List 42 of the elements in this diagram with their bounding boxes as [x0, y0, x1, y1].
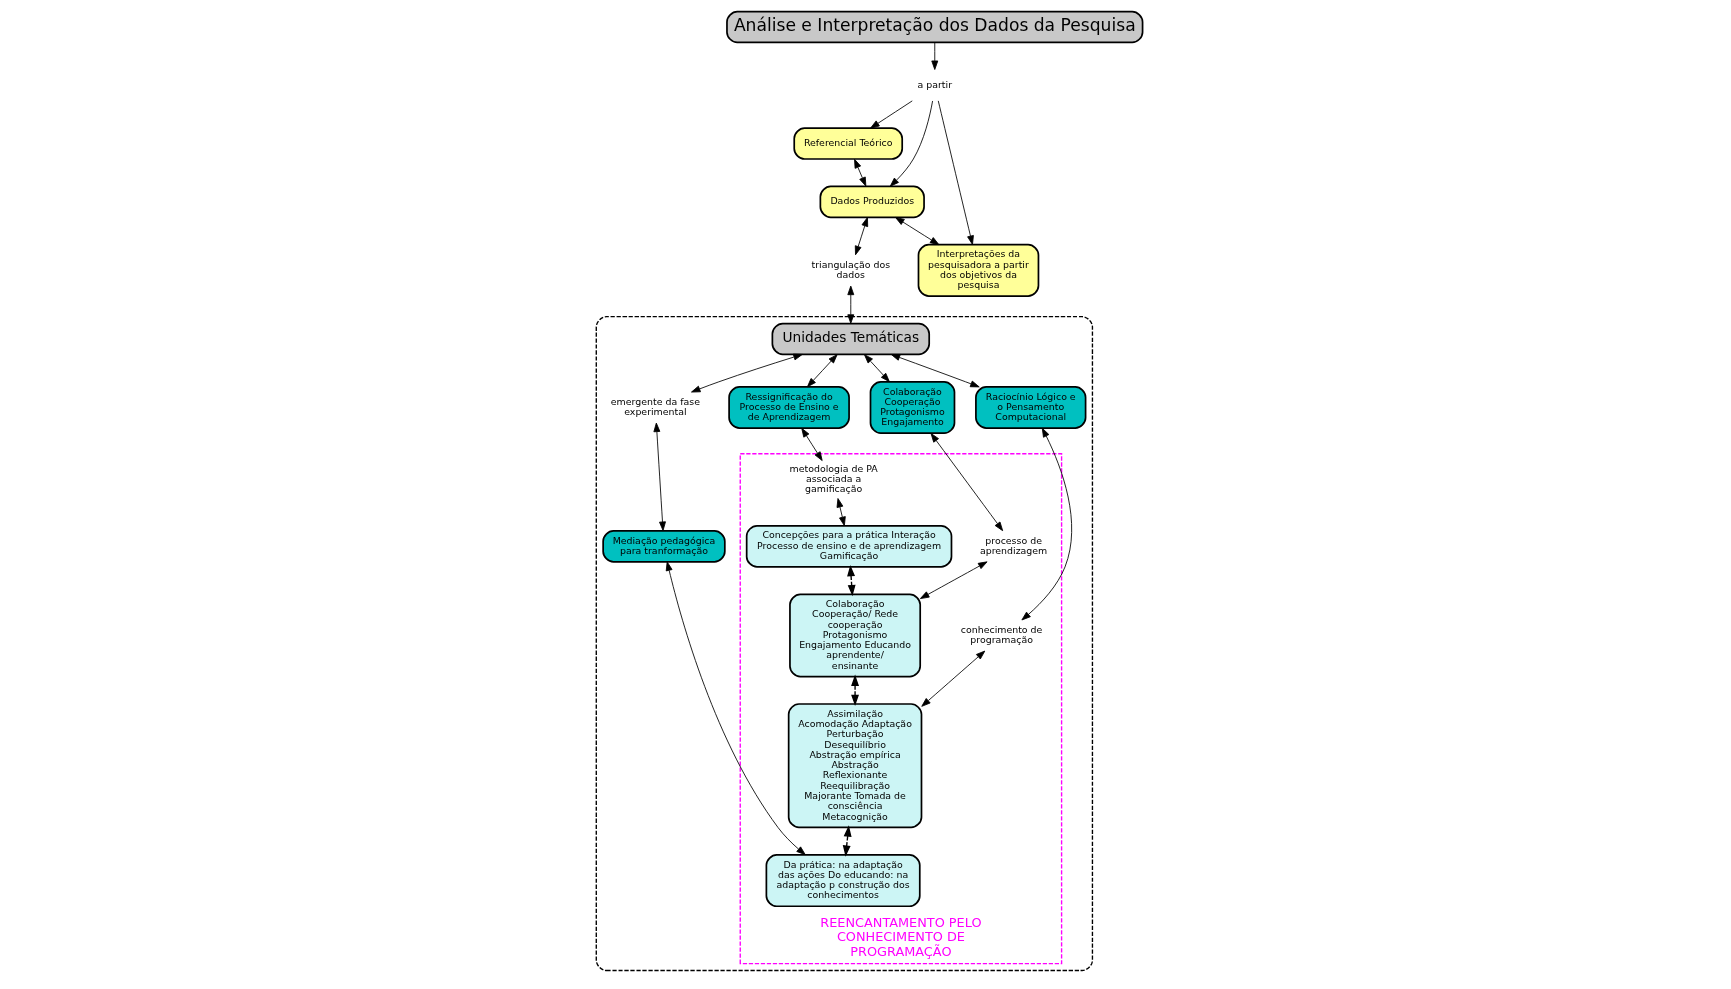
arrow	[863, 354, 890, 383]
node-box: Raciocínio Lógico e o Pensamento Computacional	[974, 386, 1086, 429]
node-text: metodologia de PA associada a gamificação	[789, 462, 878, 495]
node-text: emergente da fase experimental	[610, 395, 700, 418]
node-box: Concepções para a prática Interação Processo de ensino e de aprendizagem Gamificação	[745, 524, 952, 568]
arrow	[806, 354, 838, 388]
arrow	[652, 422, 666, 531]
arrow	[894, 216, 939, 246]
arrow	[930, 42, 938, 70]
arrow	[853, 158, 866, 187]
arrow	[937, 100, 974, 245]
arrow	[846, 285, 854, 324]
arrow	[665, 561, 806, 856]
arrow	[930, 433, 1003, 532]
arrow	[889, 100, 933, 187]
arrow	[800, 427, 823, 461]
node-box: Assimilação Acomodação Adaptação Perturbação Desequilíbrio Abstração empírica Abstração Reflexionante Reequilibração Majorante Tomada de consciência Metacognição	[787, 703, 922, 829]
arrow	[854, 217, 868, 256]
node-box: Dados Produzidos	[819, 185, 925, 219]
arrow	[846, 564, 856, 597]
arrow	[1020, 427, 1072, 621]
node-box: Referencial Teórico	[792, 127, 903, 160]
node-text: triangulação dos dados	[811, 258, 890, 280]
arrow	[920, 650, 985, 707]
node-text: processo de aprendizagem	[979, 534, 1047, 556]
node-box: Interpretações da pesquisadora a partir dos objetivos da pesquisa	[917, 243, 1039, 297]
arrow	[890, 354, 980, 388]
arrow	[842, 825, 852, 857]
node-text: a partir	[917, 78, 952, 90]
node-box: Unidades Temáticas	[771, 322, 930, 356]
arrow	[869, 100, 913, 129]
node-text: conhecimento de programação	[960, 623, 1042, 645]
arrow	[850, 674, 859, 707]
node-box: Colaboração Cooperação Protagonismo Engajamento	[869, 380, 955, 435]
node-box: Análise e Interpretação dos Dados da Pesquisa	[725, 10, 1143, 44]
node-box: Mediação pedagógica para tranformação	[601, 530, 726, 563]
arrow	[919, 561, 987, 600]
node-box: Colaboração Cooperação/ Rede cooperação Protagonismo Engajamento Educando aprendente/ ensinante	[788, 593, 921, 678]
arrow	[836, 498, 846, 527]
node-box: Ressignificação do Processo de Ensino e de Aprendizagem	[727, 386, 850, 429]
node-box: Da prática: na adaptação das ações Do educando: na adaptação p construção dos conhecimentos	[765, 854, 921, 908]
arrow	[690, 353, 803, 393]
